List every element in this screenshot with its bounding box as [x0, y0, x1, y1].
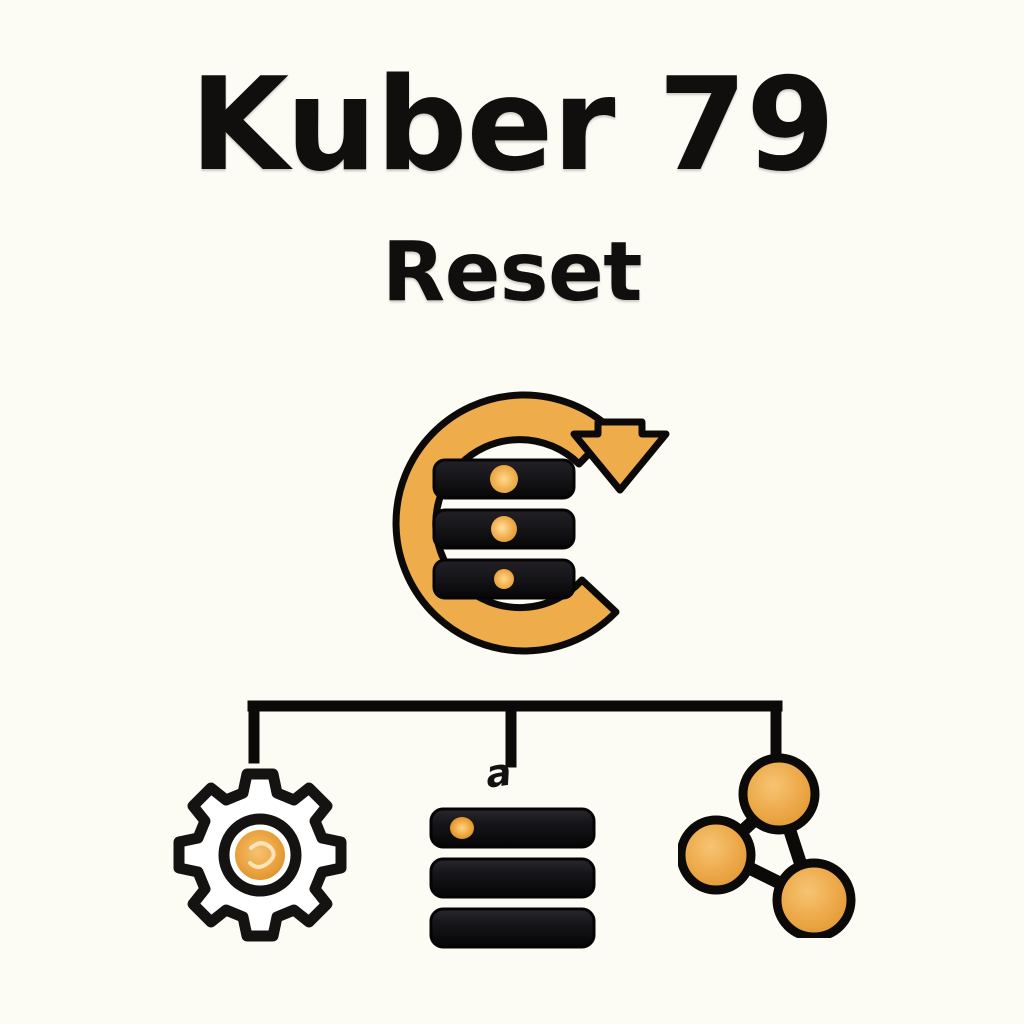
server-stack-icon	[425, 805, 603, 953]
server-bar-led	[450, 817, 474, 839]
network-nodes-icon	[678, 752, 864, 938]
reset-server-icon	[336, 368, 696, 698]
hero-server-stack	[432, 458, 576, 600]
connector-stem-glyph: a	[482, 749, 512, 797]
server-bar-1	[429, 807, 596, 849]
network-node-left	[678, 815, 756, 895]
page-title: Kuber 79	[189, 51, 835, 200]
gear-core	[235, 830, 285, 880]
network-node-bottom-right	[772, 858, 856, 938]
server-led-3	[494, 569, 514, 589]
page-subtitle: Reset	[382, 225, 642, 320]
server-led-1	[490, 465, 518, 493]
network-node-top	[738, 753, 820, 835]
title-block: Kuber 79	[0, 62, 1024, 190]
server-bar-3	[429, 907, 596, 949]
gear-core-highlight	[248, 841, 276, 869]
subtitle-block: Reset	[0, 232, 1024, 314]
server-bar-2	[429, 857, 596, 899]
tree-connector-bracket	[240, 694, 792, 774]
server-led-2	[491, 516, 517, 542]
gear-icon	[165, 762, 355, 952]
